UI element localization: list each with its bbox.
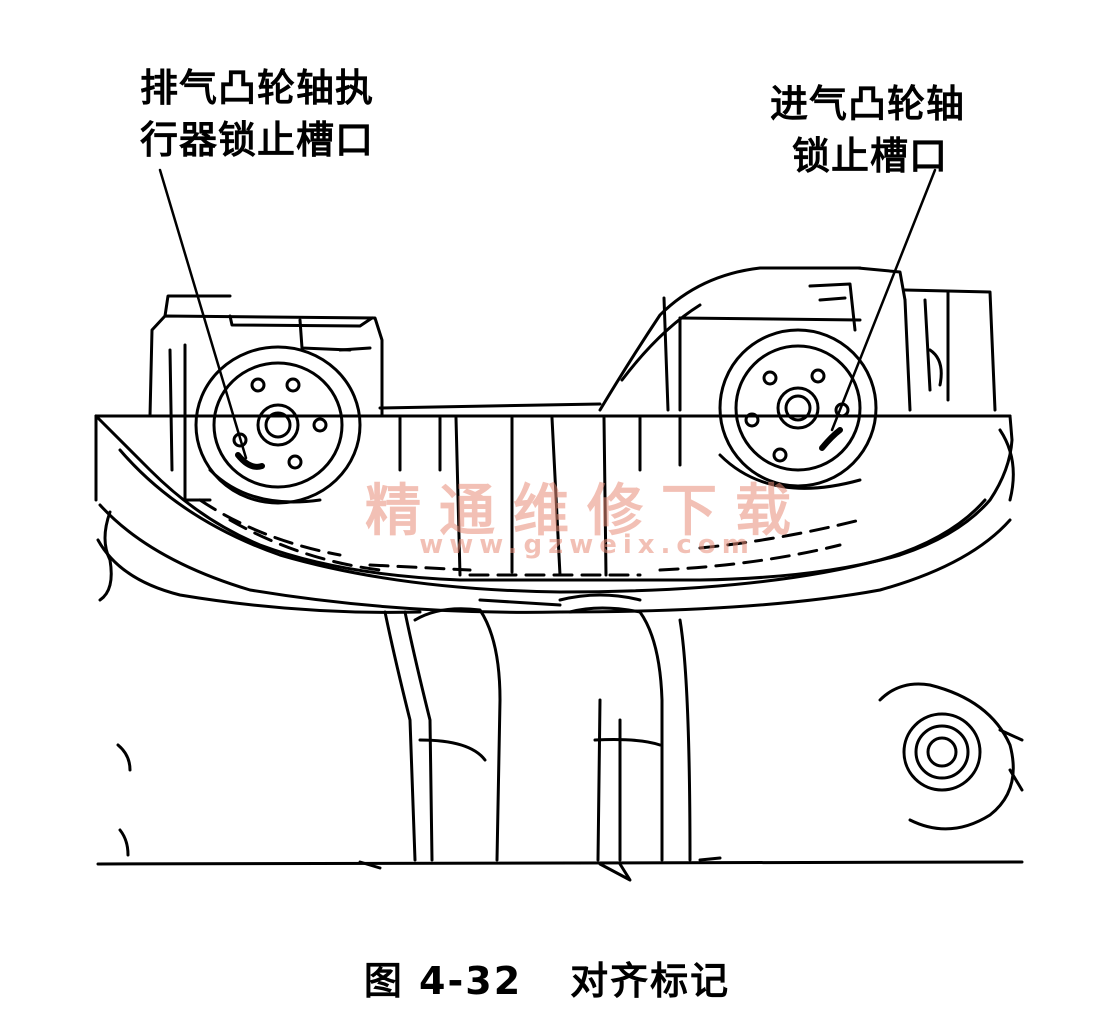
exhaust-callout-line2: 行器锁止槽口 <box>140 118 375 162</box>
figure-title: 对齐标记 <box>570 959 731 1003</box>
intake-callout: 进气凸轮轴 锁止槽口 <box>770 78 965 182</box>
lower-pillar <box>383 593 692 862</box>
exhaust-callout-line1: 排气凸轮轴执 <box>140 66 375 110</box>
exhaust-callout: 排气凸轮轴执 行器锁止槽口 <box>140 62 374 166</box>
intake-cam-sprocket <box>718 328 878 490</box>
exhaust-cam-sprocket <box>194 345 362 505</box>
intake-callout-line1: 进气凸轮轴 <box>770 82 966 126</box>
intake-cam-housing <box>598 266 997 412</box>
casting-dashes <box>198 498 862 577</box>
intake-callout-line2: 锁止槽口 <box>792 134 949 178</box>
figure-caption: 图 4-32 对齐标记 <box>0 950 1094 1005</box>
cylinder-head-deck <box>94 414 1015 614</box>
center-ribs <box>378 402 682 577</box>
left-edge-marks <box>116 743 132 857</box>
exhaust-cam-housing <box>148 294 384 502</box>
base-line <box>96 856 1024 882</box>
figure-number: 图 4-32 <box>363 959 523 1003</box>
leader-lines <box>158 168 937 460</box>
right-pulley <box>878 682 1024 831</box>
